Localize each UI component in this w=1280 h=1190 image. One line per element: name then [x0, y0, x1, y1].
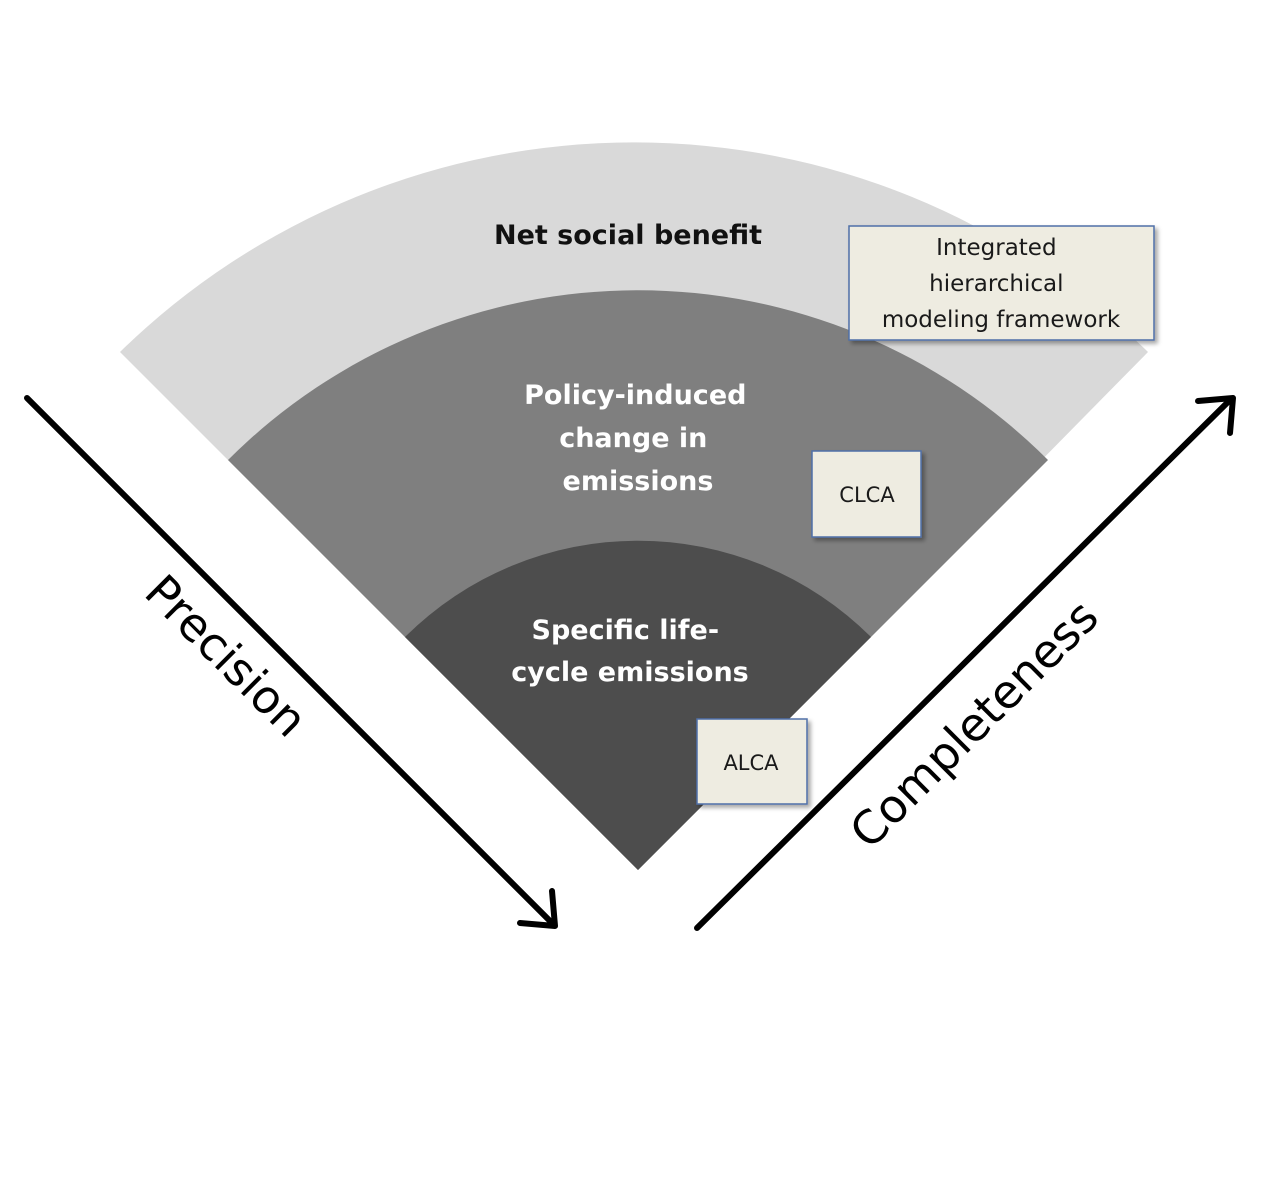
framework-box-label-line: Integrated [936, 235, 1056, 261]
framework-box-label-line: modeling framework [882, 307, 1121, 333]
arrow-up-right-icon [694, 395, 1236, 931]
middle-sector-label-line: Policy-induced [524, 380, 746, 411]
inner-sector-label: Specific life- cycle emissions [511, 615, 749, 688]
inner-sector-label-line: cycle emissions [511, 657, 749, 688]
clca-box: CLCA [811, 450, 922, 538]
framework-box: Integrated hierarchical modeling framewo… [848, 225, 1155, 341]
completeness-axis-label: Completeness [839, 589, 1108, 858]
precision-axis-label: Precision [135, 564, 318, 747]
framework-box-label-line: hierarchical [929, 271, 1063, 297]
middle-sector-label: Policy-induced change in emissions [524, 380, 756, 497]
svg-text:Integrated hierarchical: Integrated hierarchical modeling framewo… [882, 235, 1121, 333]
outer-sector-label: Net social benefit [494, 220, 762, 251]
clca-box-label: CLCA [839, 483, 895, 507]
arrow-down-right-icon [24, 395, 558, 929]
alca-box-label: ALCA [723, 751, 779, 775]
alca-box: ALCA [696, 718, 808, 805]
inner-sector [405, 540, 871, 870]
middle-sector-label-line: change in [559, 423, 707, 454]
middle-sector-label-line: emissions [563, 466, 714, 497]
inner-sector-label-line: Specific life- [532, 615, 720, 646]
outer-sector-label-line: Net social benefit [494, 220, 762, 251]
